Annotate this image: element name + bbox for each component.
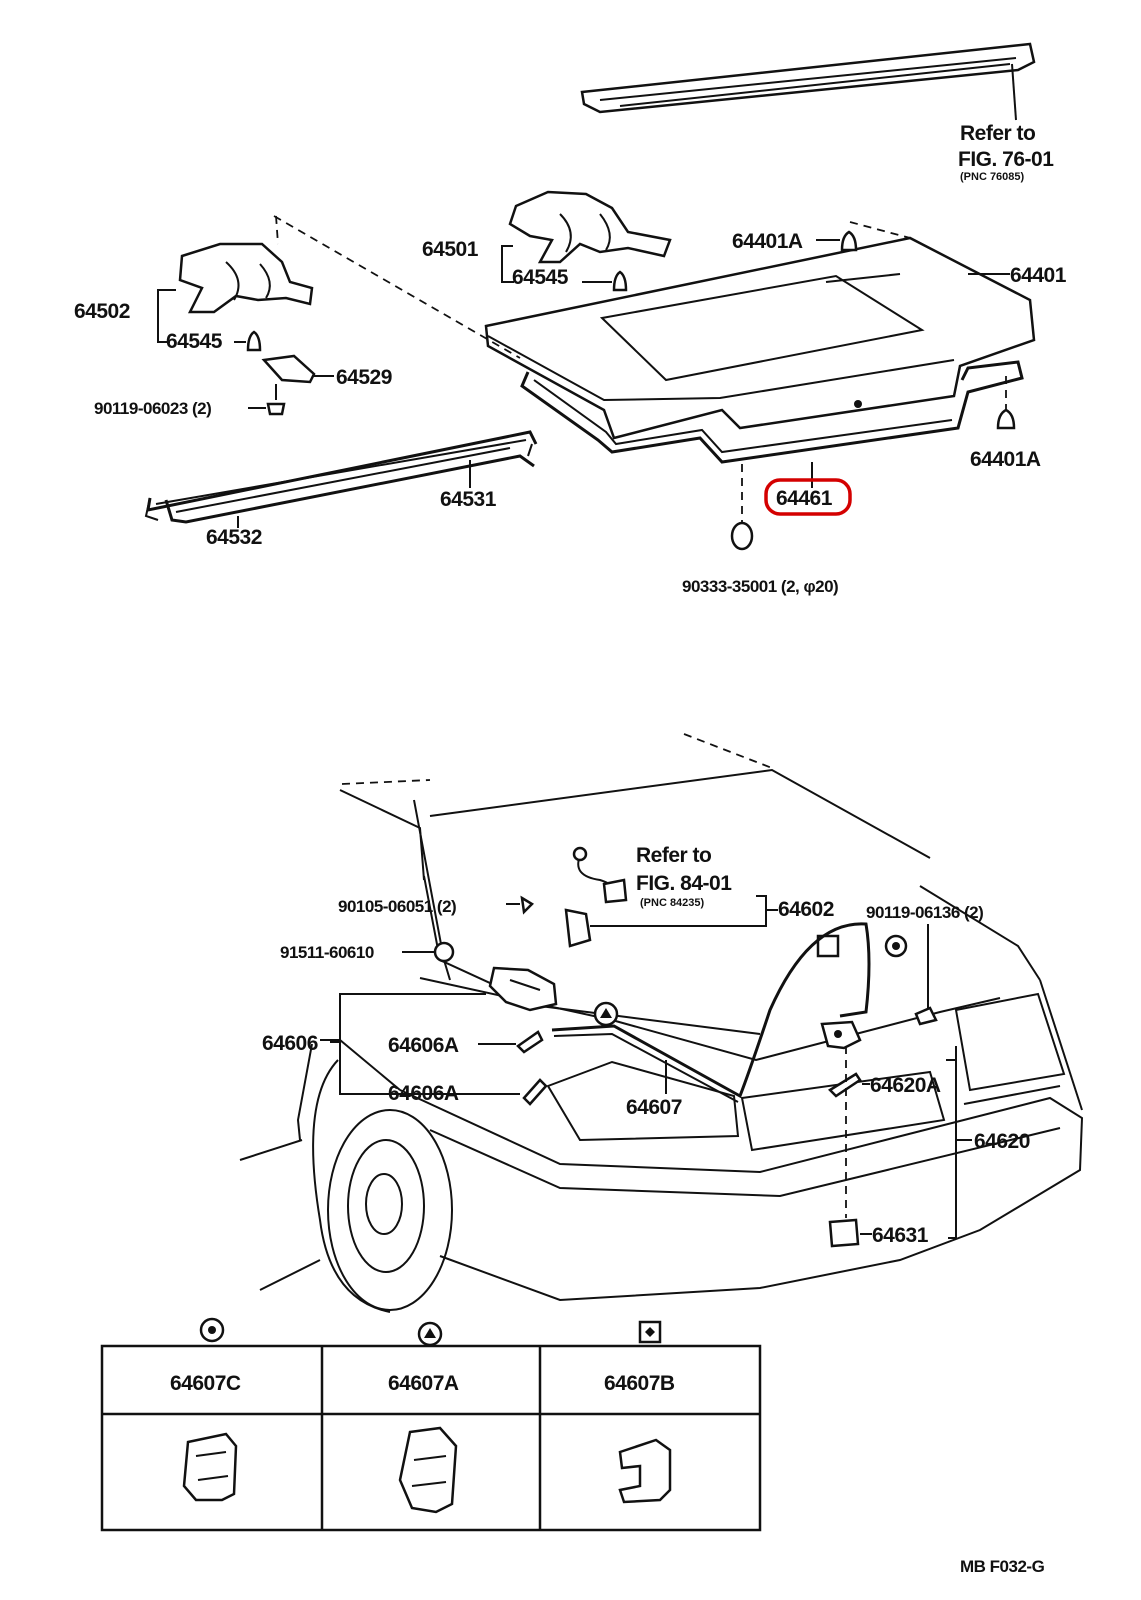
part-64631-label: 64631: [872, 1224, 929, 1247]
figure-code-label: MB F032-G: [960, 1557, 1045, 1576]
clip-64607A-label: 64607A: [388, 1372, 459, 1395]
clip-64607C-label: 64607C: [170, 1372, 241, 1395]
nut-64545-top: [612, 270, 628, 292]
screw-90105-06051: [520, 895, 535, 915]
part-64531-label: 64531: [440, 488, 497, 511]
highlight-box: [764, 478, 852, 516]
part-64607-label: 64607: [626, 1096, 682, 1119]
part-64606A-label-1: 64606A: [388, 1034, 459, 1057]
part-64545-top-label: 64545: [512, 266, 569, 289]
part-91511-60610-label: 91511-60610: [280, 943, 374, 962]
part-64620A-label: 64620A: [870, 1074, 941, 1097]
latch-64606-part: [488, 966, 558, 1012]
trunk-lid-part: [484, 236, 1036, 440]
clip-64607B-drawing: [618, 1438, 672, 1504]
hole-plug-90333-35001: [730, 521, 754, 551]
cover-64631: [828, 1218, 860, 1248]
part-90333-35001-label: 90333-35001 (2, φ20): [682, 577, 838, 596]
hinge-64502-part: [178, 242, 314, 314]
hinge-64501-part: [508, 190, 672, 264]
part-90105-06051-label: 90105-06051 (2): [338, 897, 456, 916]
bracket-64529-part: [261, 354, 316, 384]
part-64401A-top-label: 64401A: [732, 230, 803, 253]
opener-lever-64620-part: [820, 1020, 862, 1050]
part-64606A-label-2: 64606A: [388, 1082, 459, 1105]
clip-64606A-2: [522, 1078, 548, 1106]
weatherstrip-part: [520, 360, 1024, 464]
part-64502-label: 64502: [74, 300, 130, 323]
part-64545-left-label: 64545: [166, 330, 223, 353]
torsion-bars-part: [144, 430, 538, 524]
clip-64620A: [827, 1072, 862, 1098]
part-64532-label: 64532: [206, 526, 262, 549]
part-90119-06023-label: 90119-06023 (2): [94, 399, 211, 418]
fig-76-01-reference: FIG. 76-01: [958, 148, 1054, 171]
lock-cylinder-64602: [564, 908, 592, 948]
pnc-76085-label: (PNC 76085): [960, 171, 1025, 183]
clip-64607B-label: 64607B: [604, 1372, 675, 1395]
part-64602-label: 64602: [778, 898, 834, 921]
refer-to-label: Refer to: [960, 122, 1035, 145]
part-64529-label: 64529: [336, 366, 392, 389]
part-64620-label: 64620: [974, 1130, 1030, 1153]
clip-64606A-1: [516, 1030, 544, 1054]
bolt-90119-06023: [266, 402, 286, 416]
bumper-64401A-top: [840, 230, 858, 252]
nut-64545-left: [246, 330, 262, 352]
pnc-84235-label: (PNC 84235): [640, 897, 705, 909]
part-64606-label: 64606: [262, 1032, 318, 1055]
refer-to-84-label: Refer to: [636, 844, 711, 867]
square-marker-icon: [816, 934, 840, 958]
fig-84-01-reference: FIG. 84-01: [636, 872, 732, 895]
bumper-64401A-right: [996, 408, 1016, 430]
bolt-90119-06136: [914, 1006, 938, 1026]
rear-spoiler-part: [580, 42, 1036, 114]
clip-64607A-drawing: [398, 1426, 458, 1514]
part-64461-label[interactable]: 64461: [776, 487, 833, 510]
clip-64607C-drawing: [182, 1432, 238, 1502]
part-64501-label: 64501: [422, 238, 479, 261]
switch-wire-part: [572, 846, 628, 904]
bolt-91511-60610: [433, 941, 455, 963]
release-cable-64607-part: [551, 922, 871, 1103]
part-64401A-right-label: 64401A: [970, 448, 1041, 471]
part-90119-06136-label: 90119-06136 (2): [866, 903, 983, 922]
part-64401-label: 64401: [1010, 264, 1067, 287]
